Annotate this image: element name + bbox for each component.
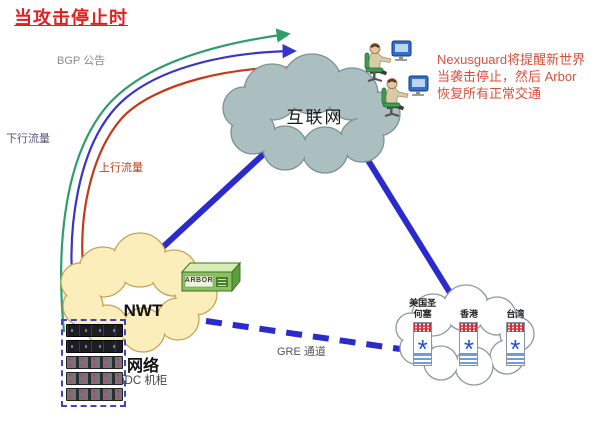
note-line-1: Nexusguard将提醒新世界 [437, 52, 586, 67]
operator-at-computer-1 [364, 40, 412, 82]
bgp-announce-label: BGP 公告 [57, 55, 106, 67]
note-line-3: 恢复所有正常交通 [437, 86, 542, 101]
site-label: 香港 [459, 309, 478, 319]
internet-cloud [222, 53, 401, 174]
nexusguard-note: Nexusguard将提醒新世界 当袭击停止，然后 Arbor 恢复所有正常交通 [437, 51, 600, 102]
arbor-appliance [180, 261, 242, 293]
nwt-network-cloud [60, 232, 218, 353]
site-taiwan: 台湾 * [497, 297, 534, 366]
site-server-icon: * [413, 322, 433, 366]
server-top-panel [414, 323, 432, 332]
link-internet-nwt [160, 147, 271, 250]
upstream-traffic-curve [81, 66, 307, 267]
site-label: 美国圣 何塞 [409, 298, 437, 319]
internet-cloud-label: 互联网 [286, 108, 344, 127]
rack-server-unit [66, 340, 123, 353]
server-top-panel [460, 323, 478, 332]
rack-server-unit [66, 356, 123, 369]
idc-rack-label: iDC 机柜 [122, 375, 168, 387]
bgp-announce-arrow [60, 28, 291, 333]
rack-server-unit [66, 372, 123, 385]
gre-tunnel-label: GRE 通道 [277, 346, 326, 358]
scrubbing-sites: 美国圣 何塞 * 香港 * 台湾 [404, 297, 534, 366]
gre-tunnel-line [205, 318, 401, 352]
link-internet-sites [363, 155, 455, 298]
slide-title: 当攻击停止时 [14, 8, 128, 28]
server-vent-panel [414, 353, 432, 365]
server-fan-panel: * [510, 333, 521, 354]
server-fan-panel: * [417, 333, 428, 354]
downstream-traffic-arrow [70, 44, 297, 293]
server-fan-panel: * [463, 333, 475, 354]
rack-server-unit [66, 388, 123, 401]
downstream-traffic-label: 下行流量 [6, 133, 50, 145]
idc-rack [61, 319, 126, 407]
site-label: 台湾 [506, 309, 525, 319]
note-line-2: 当袭击停止，然后 Arbor [437, 69, 577, 84]
server-top-panel [506, 323, 524, 332]
site-san-jose: 美国圣 何塞 * [404, 297, 441, 366]
nwt-name: NWT [123, 301, 163, 320]
site-hong-kong: 香港 * [450, 297, 487, 366]
site-server-icon: * [505, 322, 525, 366]
nwt-cloud-label: NWT 网络 [93, 264, 193, 413]
arbor-appliance-label: ARBOR [184, 277, 214, 284]
upstream-traffic-label: 上行流量 [99, 162, 143, 174]
server-vent-panel [506, 353, 524, 365]
nwt-network-word: 网络 [126, 358, 159, 375]
rack-server-unit [66, 324, 123, 337]
site-server-icon: * [459, 322, 479, 366]
server-vent-panel [460, 353, 478, 365]
